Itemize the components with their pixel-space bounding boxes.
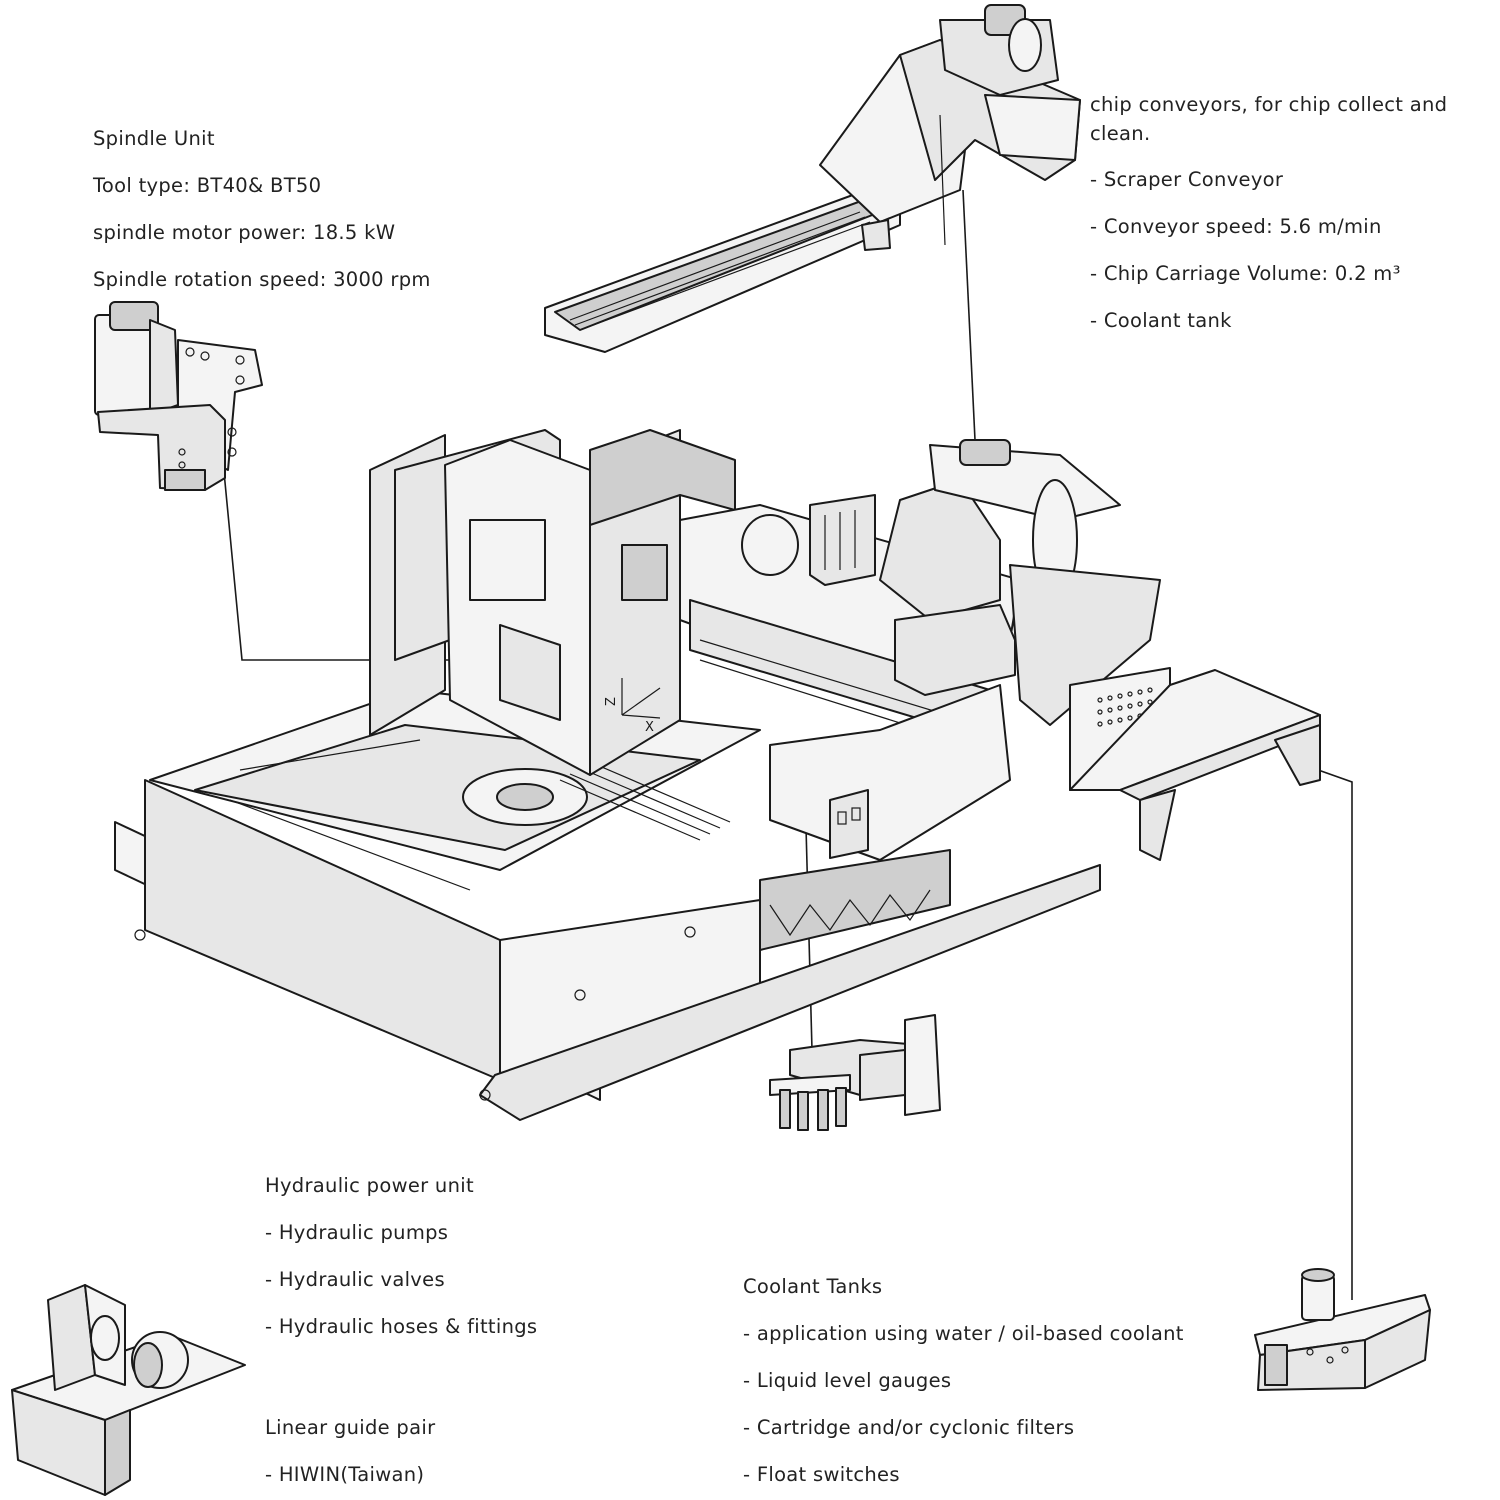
coolant-leader-line: [1289, 759, 1353, 1300]
spindle-spec-block: Spindle Unit Tool type: BT40& BT50 spind…: [93, 125, 431, 313]
coolant-item: - application using water / oil-based co…: [743, 1322, 1184, 1345]
chip-conveyor-item: - Scraper Conveyor: [1090, 168, 1284, 191]
linear-guide-item: - HIWIN(Taiwan): [265, 1463, 425, 1486]
coolant-item: - Cartridge and/or cyclonic filters: [743, 1416, 1075, 1439]
coolant-title: Coolant Tanks: [743, 1275, 883, 1298]
tool-changer-drawing: [769, 1014, 941, 1131]
hydraulic-title: Hydraulic power unit: [265, 1174, 474, 1197]
spindle-title: Spindle Unit: [93, 127, 215, 150]
axis-label-x: X: [645, 720, 654, 735]
chip-conveyor-item: - Coolant tank: [1090, 309, 1232, 332]
chip-conveyor-item: - Chip Carriage Volume: 0.2 m³: [1090, 262, 1401, 285]
conveyor-leader-line: [962, 189, 976, 441]
spindle-motor-power: spindle motor power: 18.5 kW: [93, 221, 396, 244]
coolant-item: - Float switches: [743, 1463, 900, 1486]
axis-label-z: Z: [604, 697, 619, 706]
linear-guide-spec-block: Linear guide pair - HIWIN(Taiwan): [265, 1414, 435, 1500]
chip-conveyor-drawing: [544, 4, 1081, 353]
hydraulic-item: - Hydraulic valves: [265, 1268, 445, 1291]
hydraulic-spec-block: Hydraulic power unit - Hydraulic pumps -…: [265, 1172, 537, 1360]
spindle-unit-drawing: [94, 301, 263, 491]
chip-conveyor-spec-block: chip conveyors, for chip collect and cle…: [1090, 90, 1500, 354]
hydraulic-item: - Hydraulic hoses & fittings: [265, 1315, 538, 1338]
linear-guide-title: Linear guide pair: [265, 1416, 436, 1439]
hydraulic-unit-drawing: [11, 1284, 246, 1496]
spindle-rotation-speed: Spindle rotation speed: 3000 rpm: [93, 268, 431, 291]
chip-conveyor-title: chip conveyors, for chip collect and cle…: [1090, 93, 1448, 145]
coolant-item: - Liquid level gauges: [743, 1369, 952, 1392]
chip-conveyor-item: - Conveyor speed: 5.6 m/min: [1090, 215, 1382, 238]
axis-indicator: [621, 678, 661, 719]
coolant-spec-block: Coolant Tanks - application using water …: [743, 1273, 1184, 1500]
hydraulic-item: - Hydraulic pumps: [265, 1221, 449, 1244]
coolant-tank-drawing: [1254, 1268, 1431, 1391]
main-machine-drawing: Z X: [114, 429, 1321, 1121]
spindle-tool-type: Tool type: BT40& BT50: [93, 174, 322, 197]
